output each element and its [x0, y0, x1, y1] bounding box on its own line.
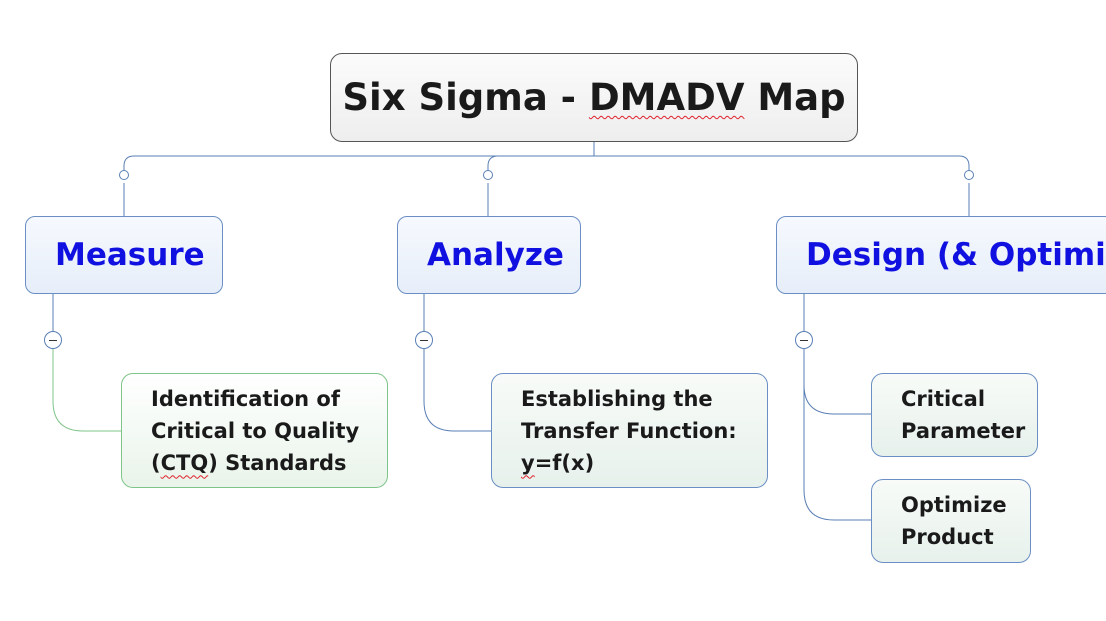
branch-measure[interactable]: Measure	[25, 216, 223, 294]
junction-measure	[119, 170, 129, 180]
junction-design	[964, 170, 974, 180]
root-title: Six Sigma - DMADV Map	[342, 76, 846, 119]
branch-analyze[interactable]: Analyze	[397, 216, 581, 294]
collapse-analyze-icon[interactable]	[415, 331, 433, 349]
junction-analyze	[483, 170, 493, 180]
leaf-text: Optimize Product	[901, 493, 1007, 549]
leaf-text: Identification of Critical to Quality (C…	[151, 386, 360, 475]
connector-design-leaf-1	[803, 349, 871, 415]
branch-label: Analyze	[427, 237, 564, 273]
connector-measure-leaf	[52, 349, 121, 432]
connector-design-leaf-2	[803, 349, 871, 521]
leaf-transfer-function[interactable]: Establishing the Transfer Function: y=f(…	[491, 373, 768, 488]
leaf-text: Critical Parameter	[901, 387, 1026, 443]
leaf-critical-parameter[interactable]: Critical Parameter	[871, 373, 1038, 457]
branch-label: Design (& Optimize)	[806, 237, 1106, 273]
branch-design[interactable]: Design (& Optimize)	[776, 216, 1106, 294]
collapse-design-icon[interactable]	[795, 331, 813, 349]
connector-analyze-drop	[487, 155, 499, 175]
root-topic[interactable]: Six Sigma - DMADV Map	[330, 53, 858, 142]
leaf-ctq-standards[interactable]: Identification of Critical to Quality (C…	[121, 373, 388, 488]
collapse-measure-icon[interactable]	[44, 331, 62, 349]
connector-analyze-leaf	[423, 349, 491, 432]
connector-root-bus	[123, 155, 970, 175]
leaf-optimize-product[interactable]: Optimize Product	[871, 479, 1031, 563]
leaf-text: Establishing the Transfer Function: y=f(…	[521, 386, 737, 475]
branch-label: Measure	[55, 237, 205, 273]
